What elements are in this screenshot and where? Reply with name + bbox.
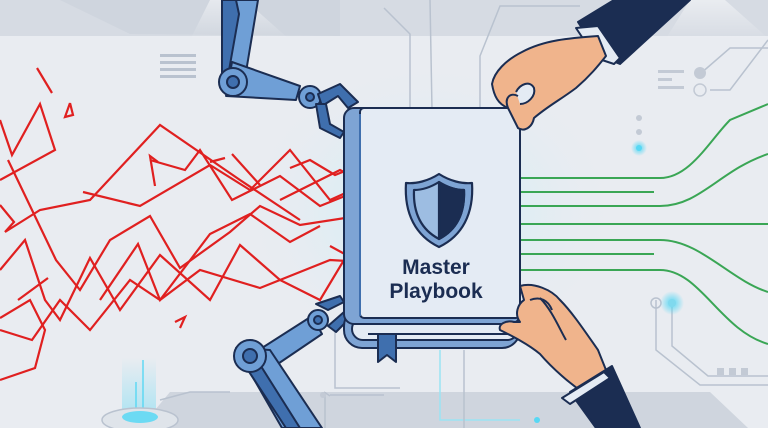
hand-icon-bottom [498,284,641,428]
circuit-traces [159,0,768,428]
book-title-line2: Playbook [389,280,483,303]
shield-icon [404,172,474,249]
robot-arm-top [218,0,359,139]
hologram-emitter-icon [101,358,179,428]
robot-arm-bottom [233,295,351,428]
book-title-line1: Master [402,256,470,279]
hand-icon-top [491,0,691,131]
book-title: Master Playbook [350,256,522,304]
circuit-decor [160,54,748,423]
